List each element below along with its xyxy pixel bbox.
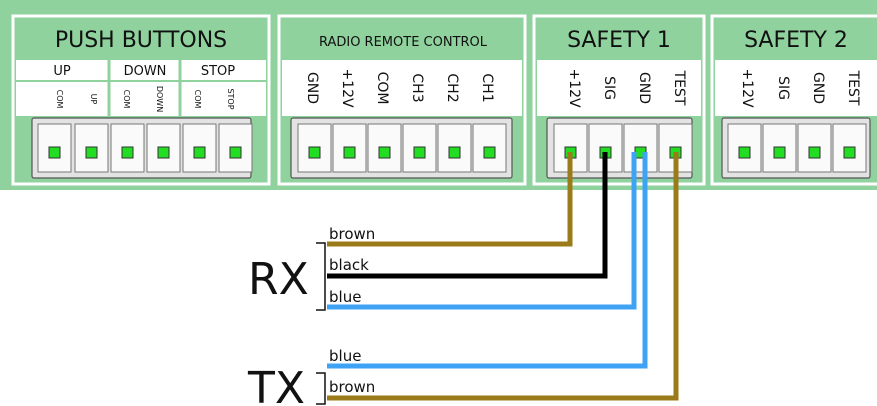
terminal-pin [437, 123, 472, 173]
terminal-pin [472, 123, 507, 173]
pin-label-test: TEST [671, 70, 687, 106]
terminal-pin [218, 123, 253, 173]
rx-blue-wire [327, 152, 637, 310]
pin-label-com-down: COM [122, 90, 131, 109]
rx-label: RX [248, 254, 309, 305]
rx-black-wire [327, 152, 608, 279]
push-buttons-title: PUSH BUTTONS [55, 28, 227, 53]
pin-label-down: DOWN [155, 86, 164, 112]
group-label-stop: STOP [201, 64, 235, 79]
tx-bracket [316, 372, 326, 405]
pin-label-sig: SIG [775, 76, 791, 100]
group-label-up: UP [53, 64, 71, 79]
safety1-title: SAFETY 1 [567, 28, 671, 53]
safety1-terminal-block [546, 117, 693, 179]
tx-label: TX [247, 363, 305, 406]
pin-label-12v: +12V [566, 68, 582, 108]
wire-label-brown: brown [329, 378, 375, 396]
pin-label-gnd: GND [636, 72, 652, 104]
tx-blue-wire [327, 152, 648, 369]
radio-remote-title: RADIO REMOTE CONTROL [319, 35, 488, 50]
push-buttons-terminal-block [31, 117, 253, 179]
terminal-pin [762, 123, 797, 173]
pin-label-test: TEST [845, 70, 861, 106]
group-label-down: DOWN [124, 64, 167, 79]
safety2-title: SAFETY 2 [744, 28, 848, 53]
pin-label-com-stop: COM [193, 90, 202, 109]
wire-label-black: black [329, 256, 369, 274]
wire-label-blue: blue [329, 347, 361, 365]
rx-brown-wire [327, 152, 573, 247]
pin-label-ch2: CH2 [444, 73, 460, 102]
push-buttons-section: PUSH BUTTONS UP DOWN STOP COM UP COM DOW… [11, 14, 271, 186]
terminal-pin [402, 123, 437, 173]
terminal-pin [727, 123, 762, 173]
terminal-pin [74, 123, 109, 173]
wire-label-blue: blue [329, 288, 361, 306]
pin-label-ch1: CH1 [479, 73, 495, 102]
safety2-terminal-block [721, 117, 871, 179]
terminal-pin [297, 123, 332, 173]
pin-label-com: COM [374, 72, 390, 105]
pin-label-gnd: GND [304, 72, 320, 104]
rx-bracket [316, 242, 326, 311]
terminal-pin [367, 123, 402, 173]
pin-label-up: UP [89, 94, 98, 105]
tx-brown-wire [327, 152, 679, 401]
pin-label-12v: +12V [339, 68, 355, 108]
terminal-pin [110, 123, 145, 173]
terminal-pin [182, 123, 217, 173]
wire-label-brown: brown [329, 225, 375, 243]
terminal-pin [37, 123, 72, 173]
wires [327, 152, 679, 401]
pin-label-stop: STOP [226, 88, 235, 109]
pin-label-gnd: GND [810, 72, 826, 104]
terminal-pin [797, 123, 832, 173]
radio-remote-section: RADIO REMOTE CONTROL GND +12V COM CH3 CH… [277, 14, 527, 186]
pin-label-com-up: COM [55, 90, 64, 109]
pin-label-12v: +12V [739, 68, 755, 108]
terminal-pin [623, 123, 658, 173]
terminal-pin [146, 123, 181, 173]
pin-label-sig: SIG [601, 76, 617, 100]
safety1-section: SAFETY 1 +12V SIG GND TEST [532, 14, 706, 186]
terminal-pin [332, 123, 367, 173]
safety2-section: SAFETY 2 +12V SIG GND TEST [710, 14, 877, 186]
terminal-pin [832, 123, 867, 173]
radio-remote-terminal-block [290, 117, 513, 179]
pin-label-ch3: CH3 [409, 73, 425, 102]
